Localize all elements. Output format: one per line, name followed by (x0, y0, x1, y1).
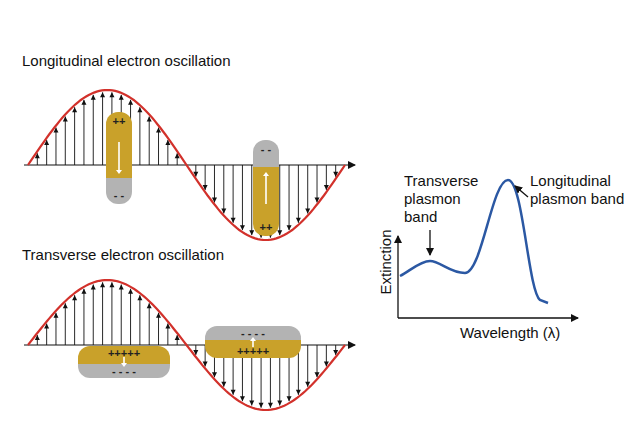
field-arrowhead (240, 396, 245, 401)
y-axis (397, 236, 398, 318)
x-axis (398, 317, 578, 318)
field-line (121, 284, 122, 345)
field-arrowhead (91, 284, 96, 289)
field-line (307, 345, 308, 387)
axis-title: Wavelength (λ) (460, 324, 560, 342)
field-arrowhead (287, 225, 292, 230)
field-arrowhead (268, 403, 273, 408)
field-arrowhead (128, 289, 133, 294)
field-arrowhead (119, 284, 124, 289)
sine-wave (28, 90, 345, 240)
field-arrowhead (109, 92, 114, 97)
field-arrowhead (100, 282, 105, 287)
leader-arrow (429, 230, 430, 255)
field-line (74, 295, 75, 345)
field-line (93, 284, 94, 345)
field-line (149, 303, 150, 345)
field-line (307, 165, 308, 214)
field-line (102, 282, 103, 345)
field-line (223, 165, 224, 214)
field-arrowhead (128, 100, 133, 105)
field-line (242, 165, 243, 230)
heading: Longitudinal electron oscillation (22, 52, 230, 70)
field-line (93, 95, 94, 165)
leader-arrow (515, 186, 528, 197)
band-label: Transverse plasmon band (404, 172, 486, 226)
field-line (149, 116, 150, 165)
field-line (279, 165, 280, 235)
nanorod: - - ++ (253, 140, 279, 236)
axis-title: Extinction (377, 229, 395, 294)
field-line (298, 165, 299, 223)
nanorod: +++++ - - - - (78, 346, 170, 378)
field-line (233, 165, 234, 223)
nanorod: ++ - - (106, 112, 132, 204)
field-arrowhead (109, 282, 114, 287)
field-line (139, 107, 140, 165)
field-arrowhead (249, 401, 254, 406)
field-arrowhead (287, 396, 292, 401)
field-line (111, 282, 112, 345)
charge-sign: - - - - (112, 365, 136, 377)
field-line (317, 165, 318, 202)
field-line (55, 128, 56, 165)
field-line (139, 295, 140, 345)
nanorod: - - - - +++++ (205, 326, 301, 358)
charge-sign: +++++ (108, 347, 140, 359)
field-line (83, 100, 84, 165)
charge-sign: ++ (113, 115, 126, 127)
field-arrowhead (81, 289, 86, 294)
field-line (102, 92, 103, 165)
sine-wave (28, 280, 345, 410)
field-line (289, 165, 290, 230)
field-arrowhead (81, 100, 86, 105)
field-line (65, 116, 66, 165)
band-label: Longitudinal plasmon band (530, 172, 630, 208)
wave-axis (24, 344, 355, 345)
charge-sign: - - (114, 189, 124, 201)
field-line (158, 128, 159, 165)
field-arrowhead (277, 401, 282, 406)
field-line (83, 289, 84, 345)
charge-sign: - - (261, 143, 271, 155)
field-arrowhead (249, 230, 254, 235)
field-arrowhead (277, 230, 282, 235)
field-line (65, 303, 66, 345)
field-arrowhead (119, 95, 124, 100)
wave-axis (24, 164, 355, 165)
field-arrowhead (91, 95, 96, 100)
charge-sign: +++++ (237, 345, 269, 357)
field-arrowhead (100, 92, 105, 97)
field-line (130, 289, 131, 345)
charge-sign: - - - - (241, 327, 265, 339)
heading: Transverse electron oscillation (22, 246, 224, 264)
field-line (74, 107, 75, 165)
charge-sign: ++ (260, 221, 273, 233)
field-arrowhead (259, 403, 264, 408)
field-arrowhead (240, 225, 245, 230)
field-line (214, 165, 215, 202)
